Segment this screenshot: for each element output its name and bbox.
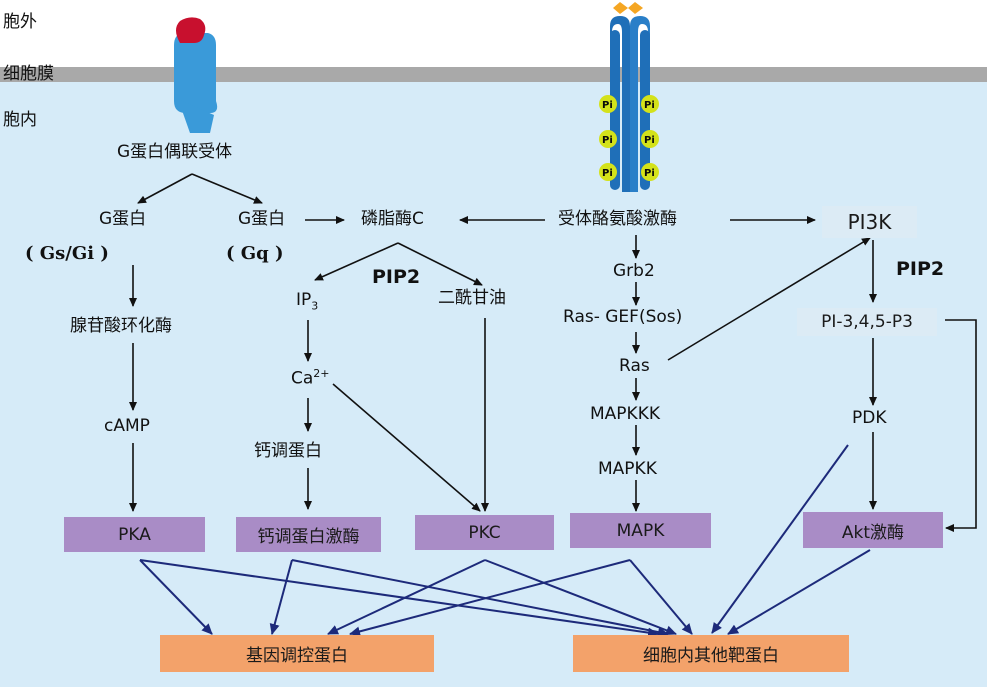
- calcium-sup: 2+: [313, 367, 330, 380]
- phosphate-icon: [599, 130, 617, 148]
- phosphate-icon: [641, 163, 659, 181]
- phosphate-icon: [641, 95, 659, 113]
- ras-label: Ras: [619, 356, 650, 376]
- other-targets-box: 细胞内其他靶蛋白: [573, 635, 849, 672]
- phosphate-label: Pi: [602, 100, 613, 111]
- g-protein-right-label: G蛋白: [238, 209, 286, 229]
- gq-label: ( Gq ): [226, 243, 284, 264]
- mapkk-label: MAPKK: [598, 459, 657, 479]
- phosphate-icon: [599, 163, 617, 181]
- gs-gi-label: ( Gs/Gi ): [25, 243, 109, 264]
- pdk-label: PDK: [852, 408, 887, 428]
- akt-box: Akt激酶: [803, 512, 943, 548]
- phosphate-label: Pi: [644, 135, 655, 146]
- pip2-right-label: PIP2: [896, 258, 945, 280]
- dag-label: 二酰甘油: [438, 288, 506, 308]
- gpcr-label: G蛋白偶联受体: [117, 142, 233, 162]
- camp-label: cAMP: [104, 416, 150, 436]
- adenylyl-cyclase-label: 腺苷酸环化酶: [70, 316, 172, 336]
- phosphate-label: Pi: [644, 168, 655, 179]
- ip3-sub: 3: [311, 299, 319, 313]
- pip2-left-label: PIP2: [372, 266, 421, 288]
- rtk-receptor-icon: Pi Pi Pi Pi Pi Pi: [599, 2, 659, 192]
- phosphate-label: Pi: [602, 135, 613, 146]
- membrane-label: 细胞膜: [3, 64, 54, 84]
- gene-regulation-box: 基因调控蛋白: [160, 635, 434, 672]
- calcium-base: Ca: [291, 368, 314, 389]
- pip3-node: PI-3,4,5-P3: [797, 308, 937, 336]
- ip3-label: IP3: [296, 290, 319, 313]
- phosphate-icon: [641, 130, 659, 148]
- ip3-base: IP: [296, 290, 312, 310]
- phosphate-icon: [599, 95, 617, 113]
- pkc-box: PKC: [415, 515, 554, 550]
- calcium-label: Ca2+: [291, 368, 330, 388]
- ligand-icon: [176, 17, 206, 43]
- ras-gef-label: Ras- GEF(Sos): [563, 307, 683, 327]
- gpcr-receptor-icon: [174, 17, 218, 133]
- cell-membrane: [0, 67, 987, 82]
- rtk-label: 受体酪氨酸激酶: [558, 209, 677, 229]
- mapk-box: MAPK: [570, 513, 711, 548]
- camk-box: 钙调蛋白激酶: [236, 517, 381, 552]
- grb2-label: Grb2: [613, 261, 655, 281]
- extracellular-label: 胞外: [3, 12, 37, 32]
- pka-box: PKA: [64, 517, 205, 552]
- g-protein-left-label: G蛋白: [99, 209, 147, 229]
- intracellular-label: 胞内: [3, 110, 37, 130]
- phosphate-label: Pi: [644, 100, 655, 111]
- calmodulin-label: 钙调蛋白: [254, 441, 322, 461]
- plc-label: 磷脂酶C: [361, 209, 424, 229]
- phosphate-label: Pi: [602, 168, 613, 179]
- pi3k-node: PI3K: [822, 206, 917, 238]
- mapkkk-label: MAPKKK: [590, 404, 660, 424]
